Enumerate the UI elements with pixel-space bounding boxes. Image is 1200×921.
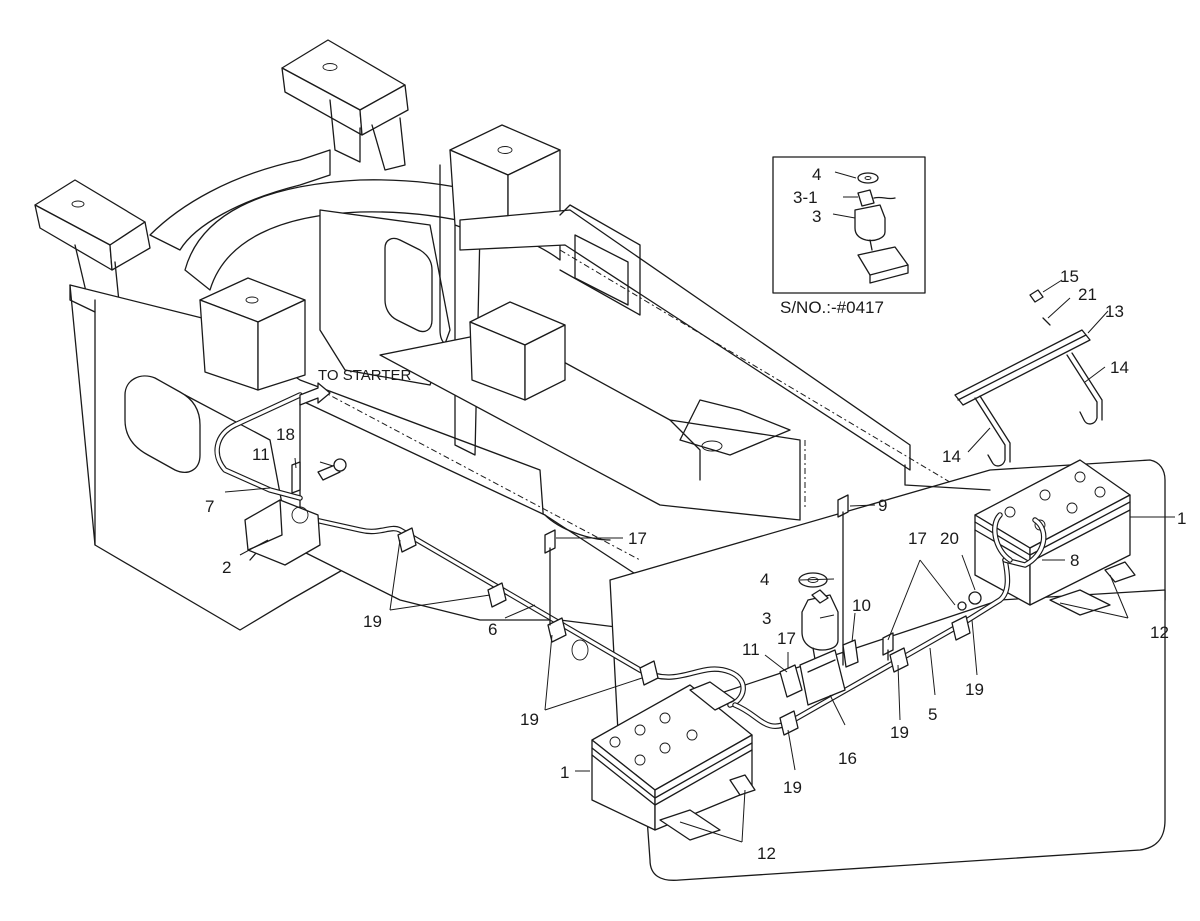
callout-1: 1: [560, 763, 569, 782]
callout-12: 12: [1150, 623, 1169, 642]
battery-right: [974, 459, 1136, 616]
callout-3-inset: 3: [812, 207, 821, 226]
callout-21: 21: [1078, 285, 1097, 304]
cable-harness: [214, 392, 1047, 736]
battery-rod-hooks: [954, 289, 1103, 467]
callout-20: 20: [940, 529, 959, 548]
callout-14: 14: [1110, 358, 1129, 377]
callout-6: 6: [488, 620, 497, 639]
inset-detail: [772, 156, 926, 294]
callout-16: 16: [838, 749, 857, 768]
callout-10: 10: [852, 596, 871, 615]
callout-12: 12: [757, 844, 776, 863]
callouts: 1 1 2 3 3 3-1 4 4 5 6 7 8 9 10 11 11 12 …: [205, 165, 1186, 863]
callout-18: 18: [276, 425, 295, 444]
callout-11: 11: [742, 640, 760, 659]
callout-8: 8: [1070, 551, 1079, 570]
callout-17: 17: [908, 529, 927, 548]
callout-3-1-inset: 3-1: [793, 188, 818, 207]
callout-1: 1: [1177, 509, 1186, 528]
callout-2: 2: [222, 558, 231, 577]
callout-4: 4: [760, 570, 769, 589]
callout-13: 13: [1105, 302, 1124, 321]
callout-19: 19: [783, 778, 802, 797]
callout-4-inset: 4: [812, 165, 821, 184]
callout-7: 7: [205, 497, 214, 516]
callout-19: 19: [363, 612, 382, 631]
callout-5: 5: [928, 705, 937, 724]
callout-9: 9: [878, 496, 887, 515]
callout-17: 17: [777, 629, 796, 648]
callout-19: 19: [965, 680, 984, 699]
leader-lines: [224, 171, 1175, 843]
callout-19: 19: [890, 723, 909, 742]
callout-14: 14: [942, 447, 961, 466]
callout-3: 3: [762, 609, 771, 628]
small-parts: [244, 382, 982, 706]
callout-19: 19: [520, 710, 539, 729]
inset-serial-label: S/NO.:-#0417: [780, 298, 884, 317]
callout-11: 11: [252, 445, 270, 464]
callout-17: 17: [628, 529, 647, 548]
battery-left: [591, 681, 756, 841]
callout-15: 15: [1060, 267, 1079, 286]
to-starter-label: TO STARTER: [318, 367, 412, 384]
